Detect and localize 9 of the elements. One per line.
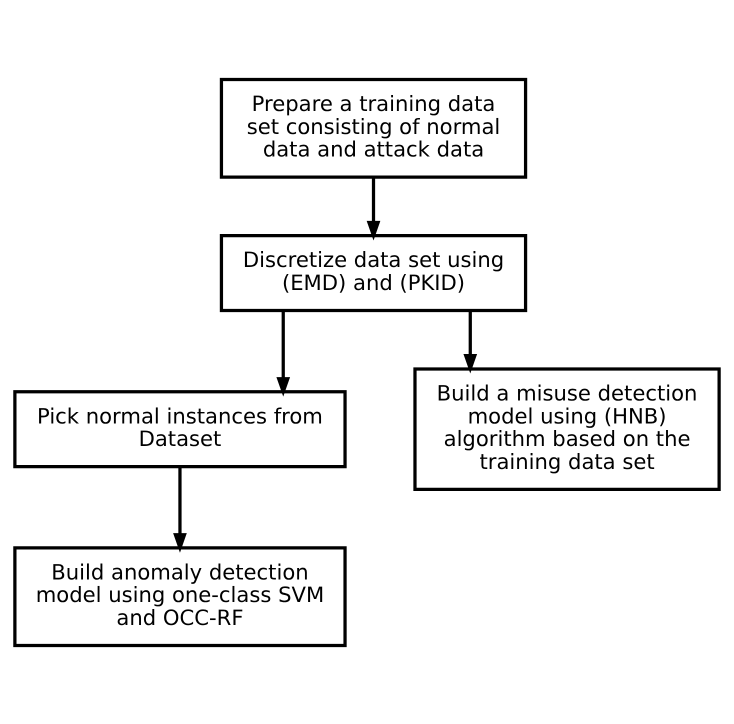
arrow (276, 310, 290, 396)
node-box: Prepare a training data set consisting of normal data and attack data (220, 77, 528, 178)
node-box: Build a misuse detection model using (HNB) algorithm based on the training data set (413, 366, 721, 490)
arrow (173, 466, 187, 552)
node-box: Build anomaly detection model using one-class SVM and OCC-RF (13, 546, 347, 647)
node-box: Discretize data set using (EMD) and (PKID) (220, 234, 528, 312)
arrow (366, 176, 380, 240)
node-box: Pick normal instances from Dataset (13, 390, 347, 468)
arrow (463, 310, 478, 374)
